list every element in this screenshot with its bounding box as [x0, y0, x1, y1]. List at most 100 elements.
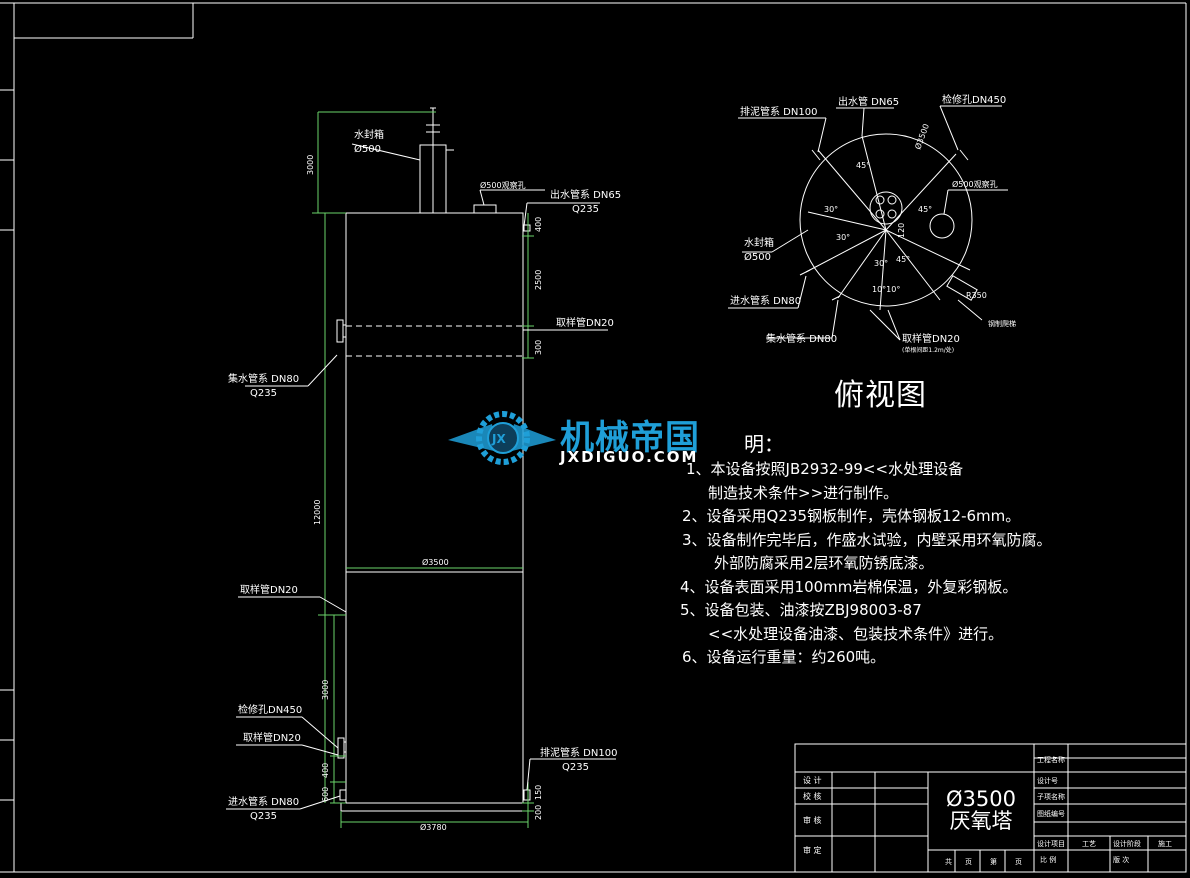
front-view-labels: 水封箱 Ø500 Ø500观察孔 出水管系 DN65 Q235 取样管DN20 …: [228, 128, 621, 822]
top-angle-45b: 45°: [918, 205, 932, 214]
tb-process: 工艺: [1082, 840, 1096, 848]
label-sludge: 排泥管系 DN100: [540, 746, 617, 759]
front-view-dimension-text: 3000 400 2500 300 12000 3000 400 600 150…: [306, 155, 543, 832]
label-outlet-mat: Q235: [572, 204, 599, 215]
label-manhole: Ø500观察孔: [480, 180, 526, 190]
note-line: 4、设备表面采用100mm岩棉保温，外复彩钢板。: [680, 577, 1018, 596]
label-sludge-mat: Q235: [562, 762, 589, 773]
title-block-text: 设 计 校 核 审 核 审 定 工程名称 设计号 子项名称 图纸编号 设计项目 …: [803, 755, 1172, 866]
title-block-grid: [794, 743, 1187, 873]
top-label-manhole: Ø500观察孔: [952, 179, 998, 189]
top-label-sludge: 排泥管系 DN100: [740, 105, 817, 118]
top-angle-30a: 30°: [824, 205, 838, 214]
top-angle-45c: 45°: [896, 255, 910, 264]
dim-200: 200: [534, 805, 543, 820]
front-view-dashed-lines: [346, 325, 523, 357]
front-view-dimension-lines: [312, 111, 534, 828]
dim-12000: 12000: [313, 500, 322, 525]
top-view-labels: 排泥管系 DN100 出水管 DN65 检修孔DN450 Ø3500 Ø500观…: [730, 93, 1016, 354]
tb-footer-page1: 页: [965, 858, 972, 866]
note-line: 2、设备采用Q235钢板制作，壳体钢板12-6mm。: [682, 507, 1021, 525]
logo-domain: JXDIGUO.COM: [560, 448, 699, 466]
top-label-inlet: 进水管系 DN80: [730, 294, 801, 307]
tb-footer-no: 第: [990, 857, 997, 866]
dim-150: 150: [534, 785, 543, 800]
note-line: <<水处理设备油漆、包装技术条件》进行。: [708, 624, 1004, 643]
logo-wing-right-icon: [508, 424, 556, 452]
label-inlet: 进水管系 DN80: [228, 795, 299, 808]
tb-footer-page2: 页: [1015, 858, 1022, 866]
label-water-seal-dia: Ø500: [354, 143, 381, 155]
dia-base: Ø3780: [420, 822, 447, 832]
dim-600: 600: [321, 787, 330, 802]
label-outlet: 出水管系 DN65: [550, 188, 621, 201]
top-label-water-seal: 水封箱: [744, 236, 774, 249]
note-line: 3、设备制作完毕后，作盛水试验，内壁采用环氧防腐。: [682, 530, 1052, 549]
tb-stage: 设计阶段: [1113, 839, 1141, 848]
tb-design-item: 设计项目: [1037, 839, 1065, 848]
top-label-sample: 取样管DN20: [902, 332, 960, 345]
top-dim-120: 120: [897, 223, 906, 238]
dim-400-low: 400: [321, 763, 330, 778]
logo-text: 机械帝国: [560, 418, 700, 458]
logo-graphic: JX: [448, 411, 556, 465]
tb-version: 版 次: [1113, 855, 1129, 864]
top-label-collect: 集水管系 DN80: [766, 332, 837, 345]
tb-design-no: 设计号: [1037, 776, 1058, 785]
tb-row-review: 审 核: [803, 815, 822, 825]
top-label-outlet: 出水管 DN65: [838, 95, 899, 108]
logo-gear-icon: [476, 411, 530, 465]
note-line: 制造技术条件>>进行制作。: [708, 483, 899, 502]
note-line: 5、设备包装、油漆按ZBJ98003-87: [680, 601, 922, 619]
note-line: 外部防腐采用2层环氧防锈底漆。: [714, 554, 934, 572]
tb-construction: 施工: [1158, 839, 1172, 848]
note-line: 6、设备运行重量：约260吨。: [682, 648, 886, 666]
top-label-inspect: 检修孔DN450: [942, 93, 1006, 106]
top-label-water-seal-dia: Ø500: [744, 251, 771, 263]
top-angle-45a: 45°: [856, 161, 870, 170]
top-label-r350: R350: [966, 291, 987, 300]
dim-400: 400: [534, 217, 543, 232]
drawing-title: Ø3500 厌氧塔: [928, 788, 1034, 832]
front-view-vessel: [336, 107, 531, 812]
top-angle-10: 10°10°: [872, 285, 900, 294]
tb-sub-item: 子项名称: [1037, 792, 1065, 801]
label-sample-low: 取样管DN20: [243, 731, 301, 744]
top-label-dia: Ø3500: [912, 122, 931, 150]
label-inlet-mat: Q235: [250, 811, 277, 822]
dia-inner: Ø3500: [422, 557, 449, 567]
label-sample-top: 取样管DN20: [556, 316, 614, 329]
technical-notes: 1、本设备按照JB2932-99<<水处理设备 制造技术条件>>进行制作。 2、…: [676, 432, 1146, 670]
tb-row-check: 校 核: [803, 791, 822, 801]
tb-row-approve: 审 定: [803, 845, 822, 855]
front-view-leaders: [226, 143, 616, 810]
tb-project-name: 工程名称: [1037, 755, 1065, 764]
drawing-title-line2: 厌氧塔: [949, 809, 1013, 833]
top-angle-30c: 30°: [874, 259, 888, 268]
label-collect: 集水管系 DN80: [228, 372, 299, 385]
label-water-seal: 水封箱: [354, 128, 384, 141]
top-angle-30b: 30°: [836, 233, 850, 242]
top-label-sample-note: (单根间距1.2m/处): [902, 346, 954, 354]
dim-3000-low: 3000: [321, 680, 330, 700]
dim-2500: 2500: [534, 270, 543, 290]
dim-300: 300: [534, 340, 543, 355]
drawing-title-line1: Ø3500: [946, 787, 1016, 811]
dim-3000-top: 3000: [306, 155, 315, 175]
tb-row-design: 设 计: [803, 775, 822, 785]
label-collect-mat: Q235: [250, 388, 277, 399]
top-view: [799, 133, 978, 311]
top-label-ladder: 钢制爬梯: [988, 319, 1016, 328]
top-view-title: 俯视图: [834, 378, 927, 413]
label-sample-mid: 取样管DN20: [240, 583, 298, 596]
note-line: 1、本设备按照JB2932-99<<水处理设备: [686, 460, 964, 478]
notes-title: 明：: [744, 432, 784, 456]
tb-drawing-no: 图纸编号: [1037, 809, 1065, 818]
top-view-leaders: [728, 105, 1008, 341]
tb-scale: 比 例: [1040, 855, 1056, 864]
label-inspect: 检修孔DN450: [238, 703, 302, 716]
tb-footer-total: 共: [945, 857, 952, 866]
logo-wing-left-icon: [448, 424, 498, 452]
logo-badge: JX: [491, 432, 506, 446]
